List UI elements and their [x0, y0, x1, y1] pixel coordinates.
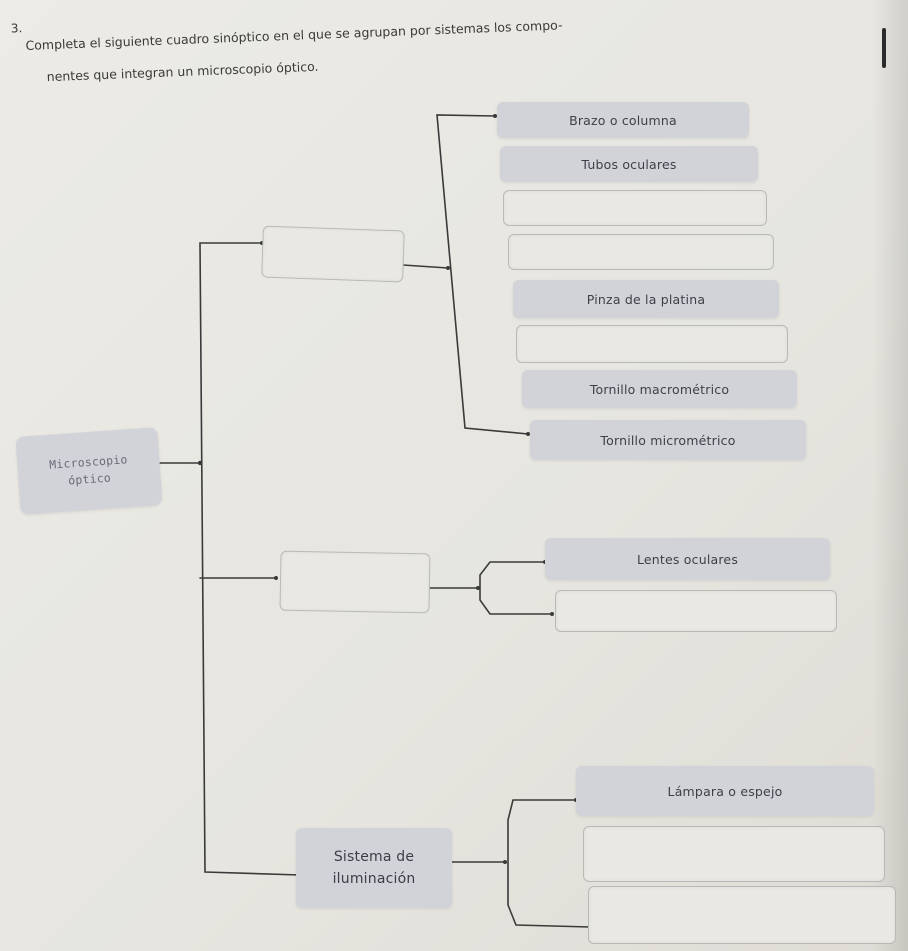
group-box-mecanico[interactable]	[261, 225, 405, 283]
item-blank-3[interactable]	[516, 325, 788, 363]
page-edge-shadow	[872, 0, 908, 951]
item-lampara-espejo: Lámpara o espejo	[576, 766, 874, 816]
item-tornillo-micrometrico: Tornillo micrométrico	[530, 420, 806, 460]
item-lentes-oculares: Lentes oculares	[545, 538, 830, 580]
iluminacion-line-1: Sistema de	[333, 849, 415, 865]
item-blank-1[interactable]	[503, 190, 767, 226]
root-node-microscopio: Microscopio óptico	[15, 427, 163, 515]
item-blank-6[interactable]	[588, 886, 896, 944]
root-line-2: óptico	[67, 470, 112, 488]
item-blank-5[interactable]	[583, 826, 885, 882]
item-tornillo-macrometrico: Tornillo macrométrico	[522, 370, 797, 408]
item-tubos-oculares: Tubos oculares	[500, 146, 758, 182]
iluminacion-line-2: iluminación	[332, 871, 416, 887]
item-brazo-columna: Brazo o columna	[497, 102, 749, 138]
group-box-iluminacion: Sistema de iluminación	[296, 828, 452, 908]
group-box-optico[interactable]	[279, 550, 431, 614]
page-edge-mark	[882, 28, 886, 68]
item-blank-2[interactable]	[508, 234, 774, 270]
item-blank-4[interactable]	[555, 590, 837, 632]
item-pinza-platina: Pinza de la platina	[513, 280, 779, 318]
